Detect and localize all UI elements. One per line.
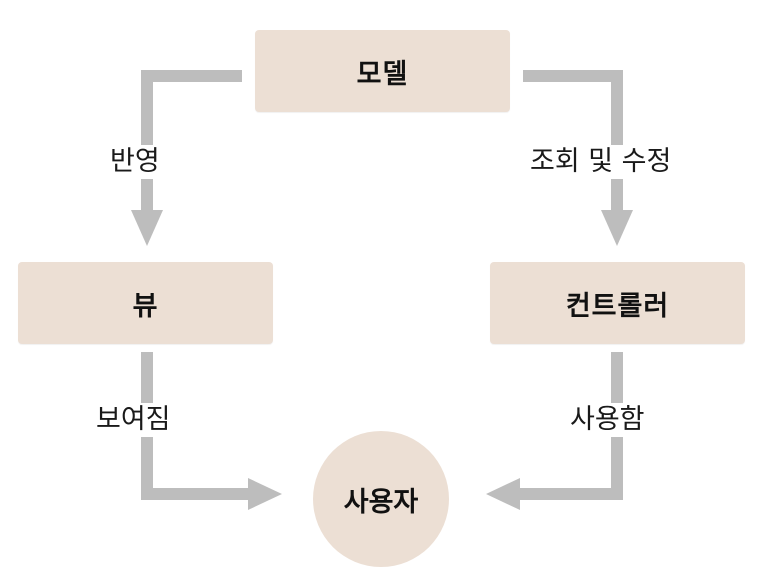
arrowhead-controller bbox=[601, 210, 633, 246]
edge-label-shown: 보여짐 bbox=[92, 403, 175, 437]
arrow-model-to-view bbox=[141, 70, 242, 212]
view-label: 뷰 bbox=[132, 290, 159, 322]
view-box: 뷰 bbox=[18, 262, 273, 344]
edge-label-reflect: 반영 bbox=[106, 145, 164, 179]
edge-label-use: 사용함 bbox=[566, 403, 649, 437]
model-box: 모델 bbox=[255, 30, 510, 112]
model-label: 모델 bbox=[356, 58, 409, 90]
controller-label: 컨트롤러 bbox=[565, 290, 670, 322]
user-label: 사용자 bbox=[343, 486, 419, 518]
arrowhead-view bbox=[131, 210, 163, 246]
arrowhead-user-right bbox=[486, 478, 520, 510]
arrowhead-user-left bbox=[248, 478, 282, 510]
arrow-model-to-controller bbox=[523, 70, 623, 212]
user-circle: 사용자 bbox=[313, 431, 449, 567]
arrow-controller-to-user bbox=[518, 352, 623, 500]
edge-label-query-modify: 조회 및 수정 bbox=[526, 145, 676, 179]
controller-box: 컨트롤러 bbox=[490, 262, 745, 344]
arrow-view-to-user bbox=[141, 352, 250, 500]
